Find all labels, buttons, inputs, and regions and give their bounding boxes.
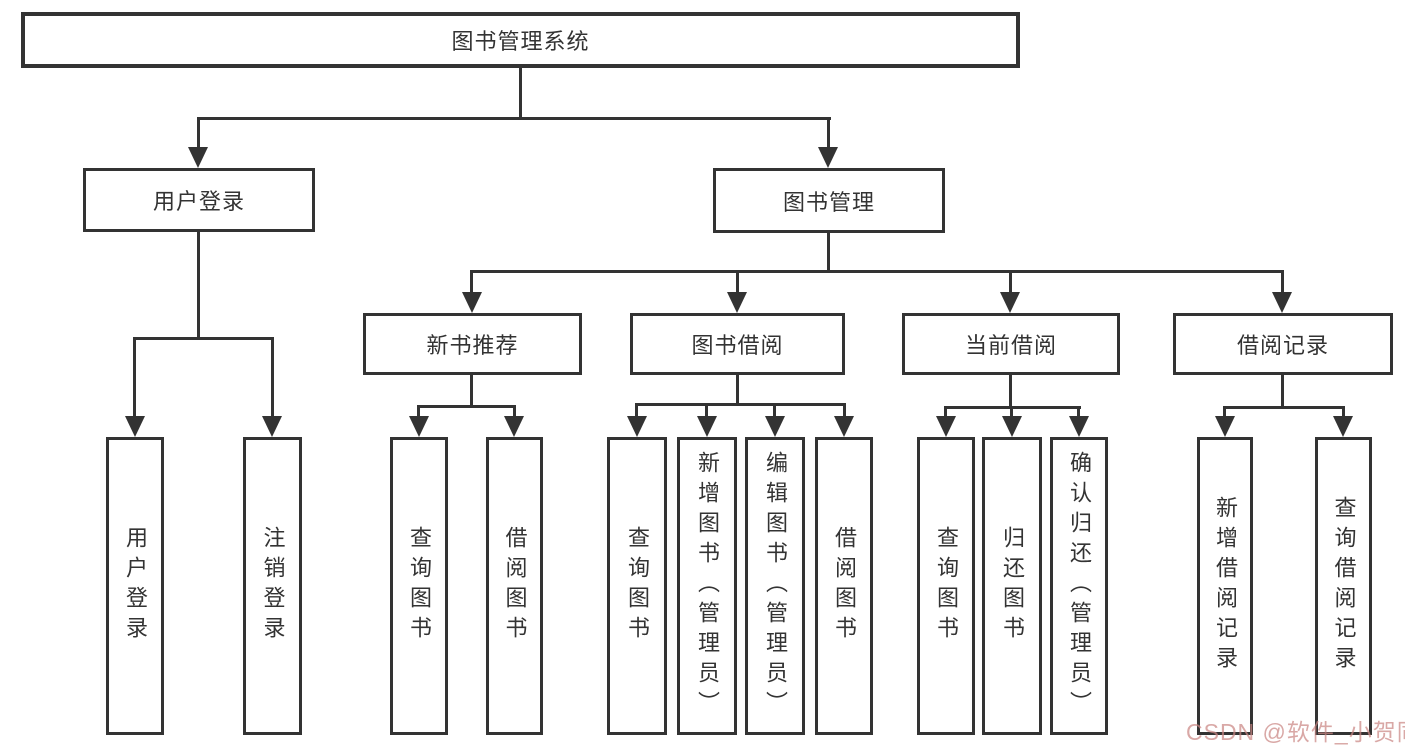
arrowhead-user-login: [188, 147, 208, 168]
connector-newbook-leaf1-shaft: [417, 405, 420, 419]
connector-root-vline: [519, 68, 522, 120]
connector-borrowrecord-leaf1-shaft: [1223, 406, 1226, 419]
connector-book-mgmt-vline: [827, 233, 830, 273]
arrowhead-borrowrecord-leaf2: [1333, 416, 1353, 437]
leaf-return-book: 归还图书: [982, 437, 1042, 735]
csdn-watermark: CSDN @软件_小贺同学: [1186, 719, 1405, 745]
connector-user-login-shaft: [197, 117, 200, 150]
leaf-label: 查询借阅记录: [1331, 496, 1357, 676]
node-library-management-system: 图书管理系统: [21, 12, 1020, 68]
leaf-add-borrow-record: 新增借阅记录: [1197, 437, 1253, 735]
node-label: 借阅记录: [1236, 333, 1329, 358]
leaf-newbook-query-book: 查询图书: [390, 437, 448, 735]
arrowhead-bookborrow-leaf2: [697, 416, 717, 437]
leaf-label: 查询图书: [934, 526, 959, 646]
leaf-label: 新增图书（管理员）: [695, 451, 720, 721]
node-label: 图书借阅: [691, 333, 784, 358]
arrowhead-bookborrow-leaf4: [834, 416, 854, 437]
node-label: 图书管理: [782, 189, 875, 215]
leaf-logout: 注销登录: [243, 437, 302, 735]
connector-currentborrow-leaf3-shaft: [1077, 406, 1080, 419]
connector-borrowrecord-vline: [1281, 375, 1284, 409]
connector-borrowrecord-hline: [1223, 406, 1344, 409]
connector-newbook-hline: [417, 405, 516, 408]
leaf-label: 查询图书: [625, 526, 650, 646]
leaf-label: 查询图书: [407, 526, 432, 646]
arrowhead-currentborrow: [1000, 292, 1020, 313]
connector-user-login-vline: [197, 232, 200, 340]
connector-currentborrow-leaf1-shaft: [944, 406, 947, 419]
leaf-bookborrow-query-book: 查询图书: [607, 437, 667, 735]
arrowhead-login-leaf2: [262, 416, 282, 437]
connector-bookborrow-leaf2-shaft: [705, 403, 708, 419]
connector-login-leaf2-shaft: [271, 337, 274, 419]
connector-bookborrow-shaft: [736, 270, 739, 295]
connector-book-mgmt-hline: [470, 270, 1284, 273]
connector-user-login-hline: [133, 337, 274, 340]
connector-borrowrecord-leaf2-shaft: [1342, 406, 1345, 419]
node-new-book-recommend: 新书推荐: [363, 313, 582, 375]
arrowhead-borrowrecord-leaf1: [1215, 416, 1235, 437]
arrowhead-newbook-leaf2: [504, 416, 524, 437]
leaf-add-book-admin: 新增图书（管理员）: [677, 437, 737, 735]
arrowhead-currentborrow-leaf3: [1069, 416, 1089, 437]
arrowhead-bookborrow-leaf3: [765, 416, 785, 437]
arrowhead-currentborrow-leaf1: [936, 416, 956, 437]
connector-borrowrecord-shaft: [1281, 270, 1284, 295]
connector-currentborrow-vline: [1009, 375, 1012, 409]
connector-bookborrow-vline: [736, 375, 739, 406]
connector-bookborrow-leaf3-shaft: [773, 403, 776, 419]
leaf-query-borrow-record: 查询借阅记录: [1315, 437, 1372, 735]
leaf-label: 借阅图书: [502, 526, 528, 646]
node-borrow-record: 借阅记录: [1173, 313, 1393, 375]
arrowhead-login-leaf1: [125, 416, 145, 437]
arrowhead-newbook-leaf1: [409, 416, 429, 437]
arrowhead-bookborrow-leaf1: [627, 416, 647, 437]
leaf-label: 编辑图书（管理员）: [763, 451, 788, 721]
node-book-borrow: 图书借阅: [630, 313, 845, 375]
connector-bookborrow-leaf1-shaft: [635, 403, 638, 419]
node-label: 图书管理系统: [451, 29, 590, 54]
node-book-management: 图书管理: [713, 168, 945, 233]
connector-newbook-vline: [470, 375, 473, 408]
node-label: 新书推荐: [426, 333, 519, 358]
leaf-label: 注销登录: [260, 526, 286, 646]
leaf-label: 确认归还（管理员）: [1067, 451, 1092, 721]
arrowhead-bookborrow: [727, 292, 747, 313]
leaf-confirm-return-admin: 确认归还（管理员）: [1050, 437, 1108, 735]
leaf-bookborrow-borrow-book: 借阅图书: [815, 437, 873, 735]
leaf-currentborrow-query-book: 查询图书: [917, 437, 975, 735]
connector-bookborrow-hline: [635, 403, 846, 406]
node-current-borrow: 当前借阅: [902, 313, 1120, 375]
arrowhead-book-mgmt: [818, 147, 838, 168]
node-label: 当前借阅: [964, 333, 1057, 358]
leaf-label: 借阅图书: [832, 526, 857, 646]
connector-currentborrow-shaft: [1009, 270, 1012, 295]
arrowhead-borrowrecord: [1272, 292, 1292, 313]
node-user-login: 用户登录: [83, 168, 315, 232]
connector-root-hline: [197, 117, 831, 120]
leaf-newbook-borrow-book: 借阅图书: [486, 437, 543, 735]
connector-bookborrow-leaf4-shaft: [843, 403, 846, 419]
node-label: 用户登录: [152, 189, 245, 214]
leaf-edit-book-admin: 编辑图书（管理员）: [745, 437, 805, 735]
arrowhead-currentborrow-leaf2: [1002, 416, 1022, 437]
leaf-user-login: 用户登录: [106, 437, 164, 735]
leaf-label: 新增借阅记录: [1213, 496, 1238, 676]
connector-login-leaf1-shaft: [133, 337, 136, 419]
leaf-label: 用户登录: [123, 526, 148, 646]
arrowhead-newbook: [462, 292, 482, 313]
connector-book-mgmt-shaft: [827, 117, 830, 150]
connector-newbook-leaf2-shaft: [513, 405, 516, 419]
leaf-label: 归还图书: [1000, 526, 1025, 646]
connector-newbook-shaft: [470, 270, 473, 295]
connector-currentborrow-leaf2-shaft: [1010, 406, 1013, 419]
